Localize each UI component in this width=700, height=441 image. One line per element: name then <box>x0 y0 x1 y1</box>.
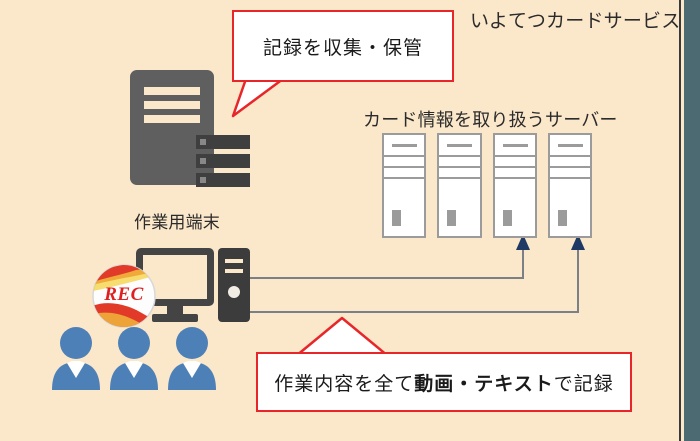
server-led-icon <box>557 210 567 226</box>
server-divider <box>549 166 590 168</box>
server-divider <box>494 177 535 179</box>
server-slot-icon <box>502 144 528 147</box>
server-slot-icon <box>447 144 473 147</box>
rack-led-icon <box>200 139 206 145</box>
server-slot-icon <box>392 144 417 147</box>
main-server-rack-unit <box>196 173 250 187</box>
monitor-stand-base <box>152 314 198 322</box>
server-divider <box>439 155 480 157</box>
server-farm <box>382 133 592 238</box>
people-group <box>50 326 220 392</box>
rec-badge-label: REC <box>104 284 144 305</box>
speech-bubble-top-text: 記録を収集・保管 <box>262 37 423 59</box>
server-led-icon <box>502 210 512 226</box>
server-tower <box>382 133 427 238</box>
main-server-bar <box>144 115 200 123</box>
edge-hairline <box>679 0 681 441</box>
main-server-bar <box>144 87 200 95</box>
bubble-bottom-emphasis: 動画・テキスト <box>414 373 554 395</box>
person-icon <box>52 327 100 390</box>
server-divider <box>494 166 535 168</box>
speech-bubble-bottom: 作業内容を全て動画・テキストで記録 <box>256 352 632 412</box>
main-server-bar <box>144 101 200 109</box>
speech-bubble-bottom-text: 作業内容を全て動画・テキストで記録 <box>274 369 613 396</box>
terminal-label: 作業用端末 <box>134 213 220 232</box>
server-divider <box>384 155 425 157</box>
bubble-bottom-suffix: で記録 <box>553 373 614 395</box>
monitor-stand-neck <box>167 304 183 315</box>
edge-band <box>684 0 700 441</box>
server-led-icon <box>392 210 401 226</box>
pc-drive-bay <box>225 269 243 273</box>
server-tower <box>492 133 537 238</box>
server-divider <box>494 155 535 157</box>
brand-label: いよてつカードサービス <box>470 11 681 32</box>
server-divider <box>384 166 425 168</box>
server-tower <box>547 133 592 238</box>
person-icon <box>110 327 158 390</box>
pc-power-button-icon <box>228 286 240 298</box>
server-tower <box>437 133 482 238</box>
pc-drive-bay <box>225 259 243 263</box>
main-server-icon <box>130 70 250 187</box>
rec-badge: REC <box>92 264 156 328</box>
person-icon <box>168 327 216 390</box>
server-divider <box>549 155 590 157</box>
servers-label: カード情報を取り扱うサーバー <box>363 110 618 130</box>
main-server-rack-unit <box>196 154 250 168</box>
server-divider <box>549 177 590 179</box>
main-server-rack-unit <box>196 135 250 149</box>
server-led-icon <box>447 210 457 226</box>
speech-bubble-top: 記録を収集・保管 <box>232 10 454 82</box>
rack-led-icon <box>200 177 206 183</box>
rack-led-icon <box>200 158 206 164</box>
server-divider <box>384 177 425 179</box>
pc-tower-icon <box>218 248 250 322</box>
server-divider <box>439 177 480 179</box>
bubble-bottom-prefix: 作業内容を全て <box>274 373 415 395</box>
server-slot-icon <box>557 144 583 147</box>
server-divider <box>439 166 480 168</box>
